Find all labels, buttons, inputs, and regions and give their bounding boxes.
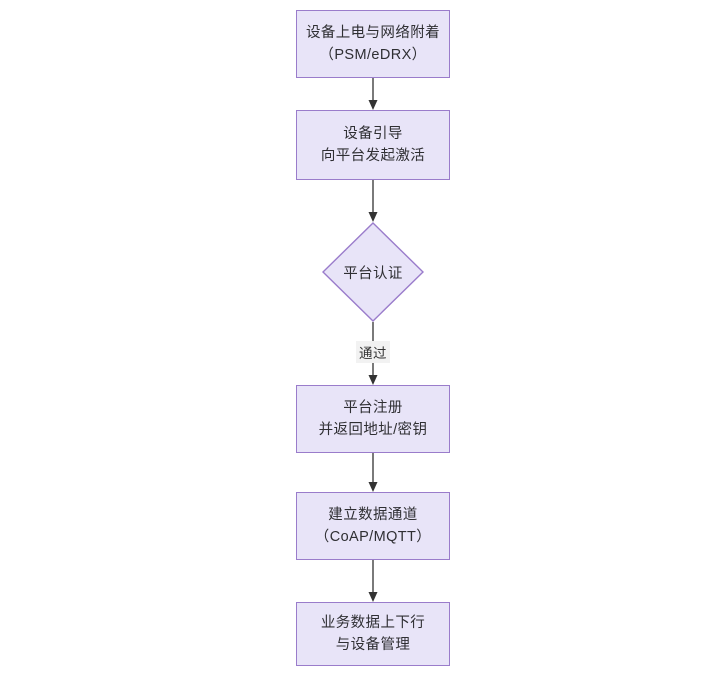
edge-n2-n3 bbox=[368, 180, 378, 222]
node-platform-authentication[interactable]: 平台认证 bbox=[322, 222, 424, 322]
node-device-bootstrap[interactable]: 设备引导 向平台发起激活 bbox=[296, 110, 450, 180]
node-label-line: 设备引导 bbox=[343, 125, 403, 142]
edge-n1-n2 bbox=[368, 78, 378, 110]
node-label-line: 平台注册 bbox=[343, 399, 403, 416]
edge-n4-n5 bbox=[368, 453, 378, 492]
node-label-line: 业务数据上下行 bbox=[320, 614, 426, 631]
edge-label-pass: 通过 bbox=[356, 341, 390, 363]
node-label-line: 并返回地址/密钥 bbox=[318, 422, 428, 438]
node-label-line: 建立数据通道 bbox=[328, 506, 418, 523]
diamond-shape-icon bbox=[322, 222, 424, 322]
node-platform-registration[interactable]: 平台注册 并返回地址/密钥 bbox=[296, 385, 450, 453]
node-label-line: （PSM/eDRX） bbox=[319, 47, 427, 63]
node-business-data-and-device-management[interactable]: 业务数据上下行 与设备管理 bbox=[296, 602, 450, 666]
node-establish-data-channel[interactable]: 建立数据通道 （CoAP/MQTT） bbox=[296, 492, 450, 560]
node-label-line: （CoAP/MQTT） bbox=[314, 529, 432, 545]
node-device-power-on[interactable]: 设备上电与网络附着 （PSM/eDRX） bbox=[296, 10, 450, 78]
node-label-line: 设备上电与网络附着 bbox=[305, 24, 441, 41]
node-label-line: 向平台发起激活 bbox=[320, 148, 426, 164]
node-label-line: 平台认证 bbox=[343, 265, 403, 282]
edge-n5-n6 bbox=[368, 560, 378, 602]
node-label-line: 与设备管理 bbox=[335, 637, 411, 653]
